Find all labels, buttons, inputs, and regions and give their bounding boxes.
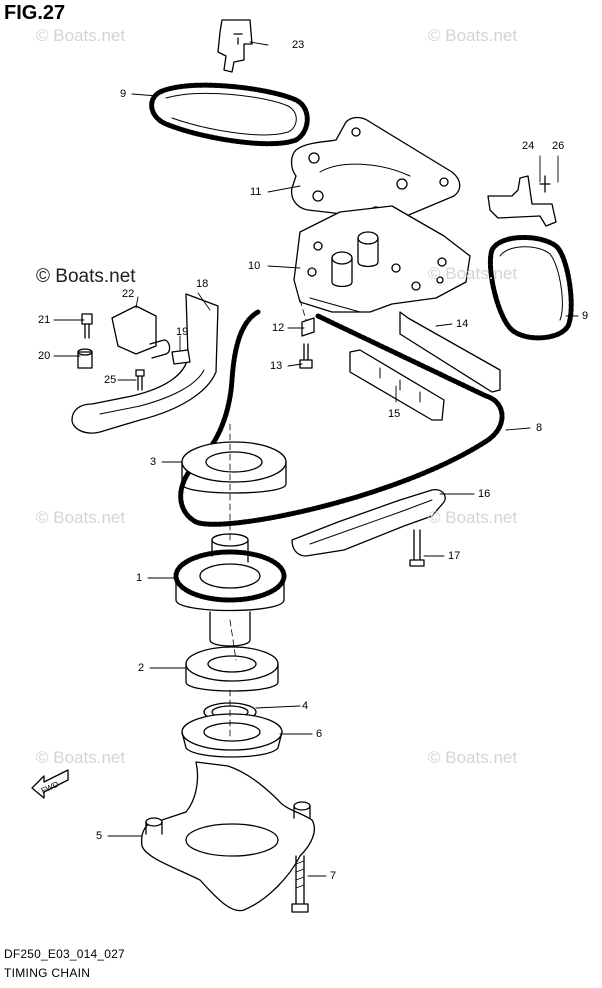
chain-housing-assembly [293, 205, 471, 313]
callout-16: 16 [478, 488, 491, 500]
callout-24: 24 [522, 140, 535, 152]
bolt-7 [291, 855, 309, 913]
chain-tensioner-arm [71, 293, 219, 434]
bolt-13 [299, 343, 313, 369]
callout-13: 13 [270, 360, 283, 372]
chain-guide-15 [349, 349, 445, 421]
callout-1: 1 [136, 572, 143, 584]
watermark: © Boats.net [36, 26, 126, 45]
bearing-3 [181, 441, 287, 494]
callout-4: 4 [302, 700, 309, 712]
callout-12: 12 [272, 322, 285, 334]
projection-lines [229, 299, 307, 741]
callout-14: 14 [456, 318, 469, 330]
watermark: © Boats.net [36, 748, 126, 767]
drive-sprocket-gear [173, 533, 287, 647]
chain-guide-14 [399, 311, 501, 393]
bolt-21 [81, 313, 93, 339]
timing-chain-loop-right [487, 234, 574, 341]
callout-17: 17 [448, 550, 461, 562]
callout-5: 5 [96, 830, 103, 842]
plate-6 [181, 713, 283, 758]
callout-9-right: 9 [582, 310, 589, 322]
chain-tensioner [111, 305, 171, 359]
callout-21: 21 [38, 314, 51, 326]
collar-20 [77, 348, 93, 369]
watermark: © Boats.net [428, 748, 518, 767]
watermark: © Boats.net [36, 508, 126, 527]
drawing-code: DF250_E03_014_027 [4, 947, 125, 961]
callout-22: 22 [122, 288, 135, 300]
bolt-25 [135, 369, 145, 391]
callout-11: 11 [250, 186, 262, 198]
timing-chain-main [178, 309, 505, 527]
callout-2: 2 [138, 662, 145, 674]
callout-26: 26 [552, 140, 565, 152]
watermark-strong: © Boats.net [36, 266, 136, 287]
chain-guide-bracket-top [217, 19, 253, 73]
callout-23: 23 [292, 39, 305, 51]
chain-tensioner-guide-16 [291, 489, 446, 557]
timing-chain-loop-upper [149, 82, 310, 147]
collar-12 [301, 317, 315, 337]
clip-19 [171, 349, 191, 365]
watermark: © Boats.net [428, 508, 518, 527]
callout-3: 3 [150, 456, 157, 468]
callout-25: 25 [104, 374, 117, 386]
callout-18: 18 [196, 278, 209, 290]
housing-support-5 [140, 761, 315, 912]
chain-guide-bracket-right [487, 175, 557, 227]
callout-7: 7 [330, 870, 337, 882]
callout-8: 8 [536, 422, 543, 434]
figure-title: FIG.27 [4, 2, 66, 24]
watermark: © Boats.net [428, 264, 518, 283]
fwd-arrow-icon [31, 769, 69, 799]
callout-9-upper: 9 [120, 88, 127, 100]
callout-15: 15 [388, 408, 401, 420]
drawing-title: TIMING CHAIN [4, 966, 91, 980]
bolt-17 [409, 529, 425, 567]
watermark: © Boats.net [428, 26, 518, 45]
callout-6: 6 [316, 728, 323, 740]
callout-20: 20 [38, 350, 51, 362]
leader-lines [53, 41, 579, 877]
callout-10: 10 [248, 260, 261, 272]
callout-19: 19 [176, 326, 189, 338]
bearing-2 [185, 646, 279, 692]
